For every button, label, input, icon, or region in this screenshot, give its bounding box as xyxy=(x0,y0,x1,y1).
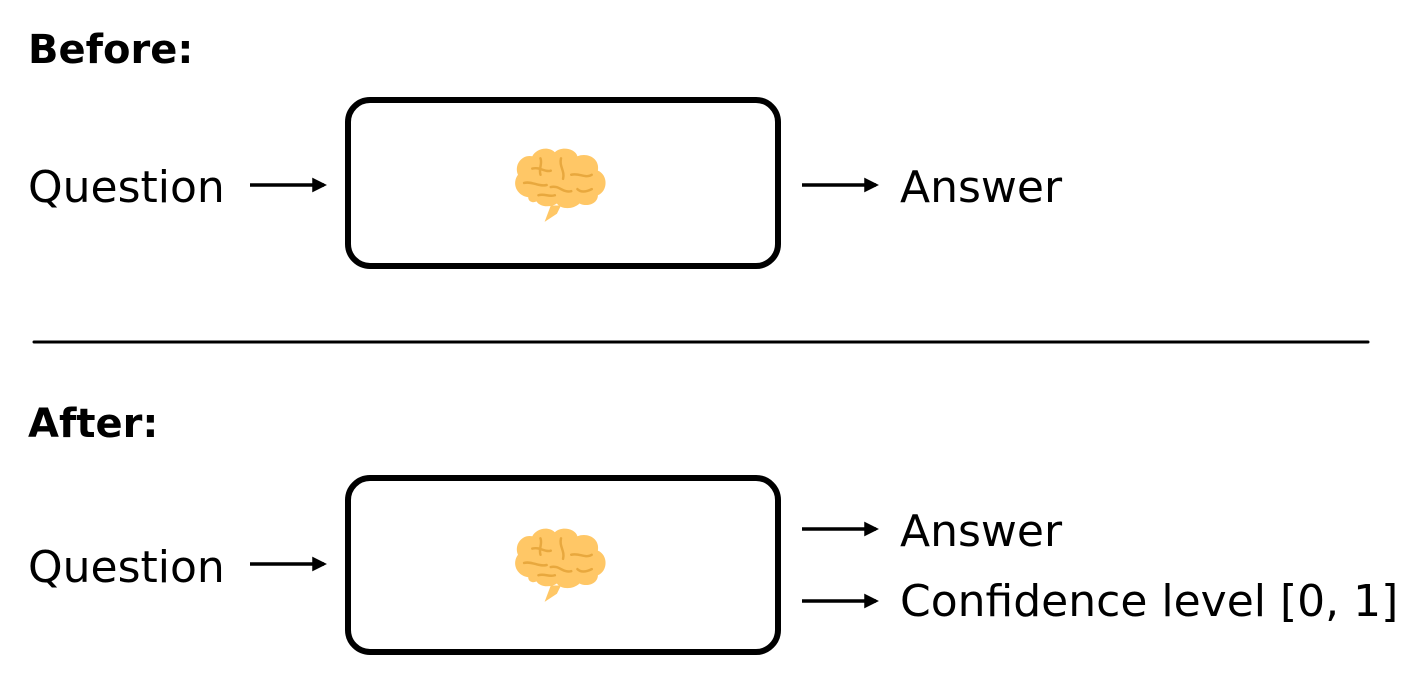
after-model-box xyxy=(345,475,781,655)
after-question-label: Question xyxy=(28,542,225,593)
before-input-arrow xyxy=(250,177,327,193)
after-heading: After: xyxy=(28,401,159,447)
before-question-label: Question xyxy=(28,162,225,213)
after-answer-arrow xyxy=(802,521,879,537)
after-confidence-arrow xyxy=(802,593,879,609)
before-model-box xyxy=(345,97,781,269)
section-divider xyxy=(32,340,1370,344)
after-confidence-label: Confidence level [0, 1] xyxy=(900,576,1399,627)
brain-icon xyxy=(513,147,607,224)
before-answer-label: Answer xyxy=(900,162,1063,213)
brain-icon xyxy=(513,527,607,604)
after-input-arrow xyxy=(250,556,327,572)
before-heading: Before: xyxy=(28,27,194,73)
before-output-arrow xyxy=(802,177,879,193)
after-answer-label: Answer xyxy=(900,506,1063,557)
